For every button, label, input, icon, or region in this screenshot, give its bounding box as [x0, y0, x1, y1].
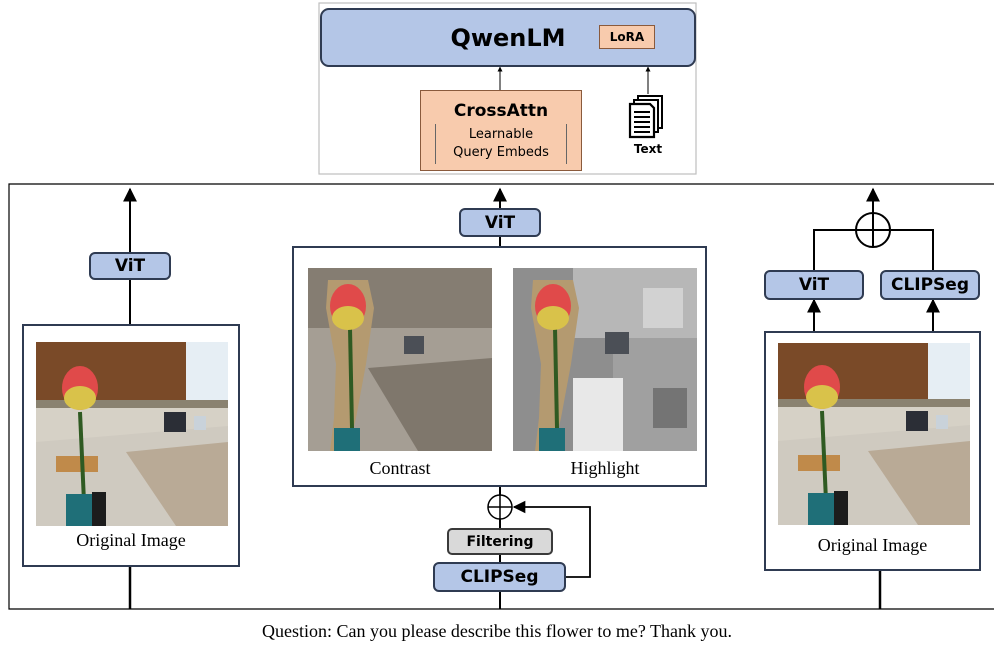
crossattn-title: CrossAttn	[453, 101, 549, 121]
right-image-caption: Original Image	[817, 535, 928, 555]
center-image-panel: Contrast Highlight	[292, 246, 707, 487]
qwenlm-block: QwenLM	[320, 8, 696, 67]
contrast-caption: Contrast	[369, 458, 431, 478]
center-vit-label: ViT	[484, 212, 516, 233]
query-embeds-bracket: Learnable Query Embeds	[435, 124, 567, 164]
left-rose-photo	[36, 342, 228, 526]
right-vit-block: ViT	[764, 270, 864, 300]
text-document-icon	[626, 94, 670, 140]
right-clipseg-block: CLIPSeg	[880, 270, 980, 300]
center-vit-block: ViT	[459, 208, 541, 237]
right-clipseg-to-add	[891, 229, 934, 270]
right-rose-photo	[778, 343, 970, 525]
left-vit-label: ViT	[114, 256, 146, 276]
question-text: Question: Can you please describe this f…	[261, 621, 733, 641]
qwenlm-label: QwenLM	[450, 23, 566, 52]
lora-badge: LoRA	[599, 25, 655, 49]
learnable-label: Learnable	[468, 127, 534, 142]
right-vit-to-add	[813, 229, 857, 270]
highlight-caption: Highlight	[570, 458, 640, 478]
crossattn-block: CrossAttn Learnable Query Embeds	[420, 90, 582, 171]
filtering-label: Filtering	[466, 533, 534, 550]
right-vit-label: ViT	[798, 275, 830, 295]
contrast-photo	[308, 268, 492, 451]
left-vit-block: ViT	[89, 252, 171, 280]
text-label: Text	[633, 142, 663, 156]
left-image-caption: Original Image	[76, 530, 186, 550]
right-clipseg-label: CLIPSeg	[890, 275, 970, 295]
clipseg-feedback-path	[512, 500, 591, 578]
center-clipseg-label: CLIPSeg	[460, 567, 539, 587]
lower-frame	[8, 183, 994, 610]
filtering-block: Filtering	[447, 528, 553, 555]
left-image-panel: Original Image	[22, 324, 240, 567]
query-embeds-label: Query Embeds	[453, 145, 549, 160]
center-clipseg-block: CLIPSeg	[433, 562, 566, 592]
lora-label: LoRA	[609, 30, 645, 44]
right-image-panel: Original Image	[764, 331, 981, 571]
highlight-photo	[513, 268, 697, 451]
